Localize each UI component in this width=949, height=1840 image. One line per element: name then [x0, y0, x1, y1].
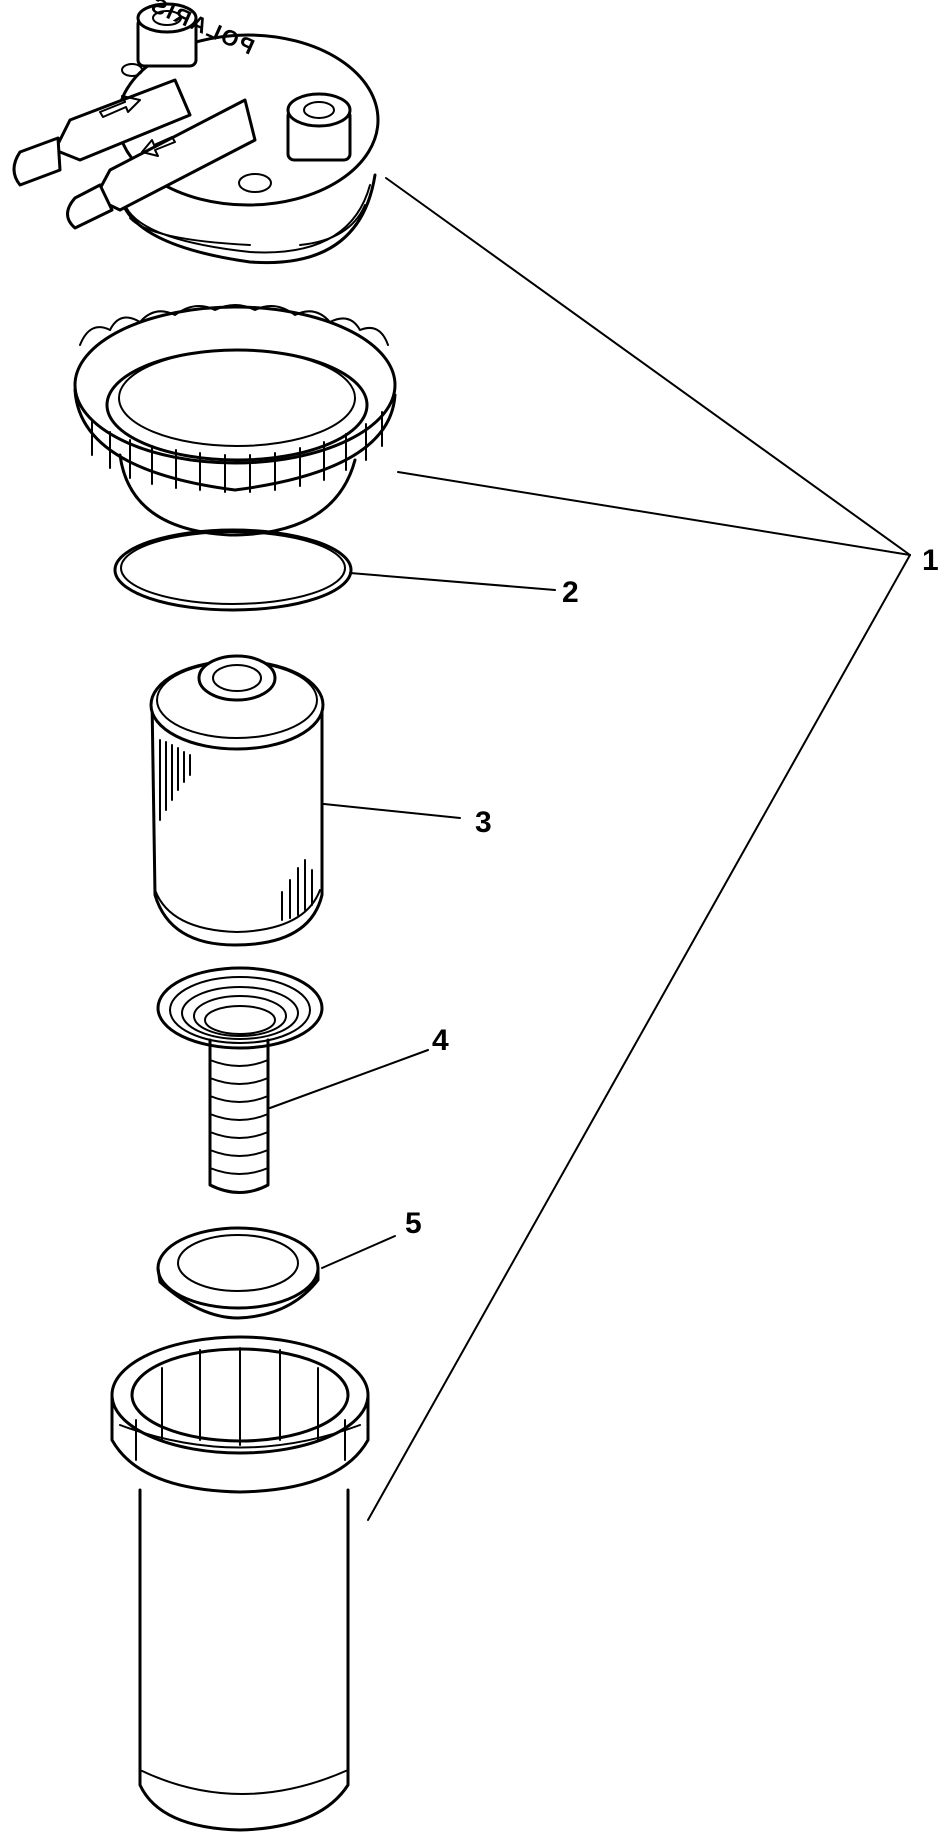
seal-washer	[156, 1226, 320, 1320]
retaining-ring	[73, 304, 397, 537]
leader-lines	[269, 177, 911, 1521]
filter-element	[149, 654, 325, 947]
callout-1: 1	[922, 544, 939, 577]
callout-5: 5	[405, 1207, 422, 1240]
callout-2: 2	[562, 576, 579, 609]
callout-labels: 1 2 3 4 5	[405, 544, 939, 1240]
filter-head-cover: POLARIS	[12, 0, 380, 265]
filter-bowl	[110, 1335, 370, 1832]
callout-3: 3	[475, 806, 492, 839]
callout-4: 4	[432, 1024, 449, 1057]
o-ring	[113, 528, 353, 612]
spring	[156, 966, 324, 1194]
